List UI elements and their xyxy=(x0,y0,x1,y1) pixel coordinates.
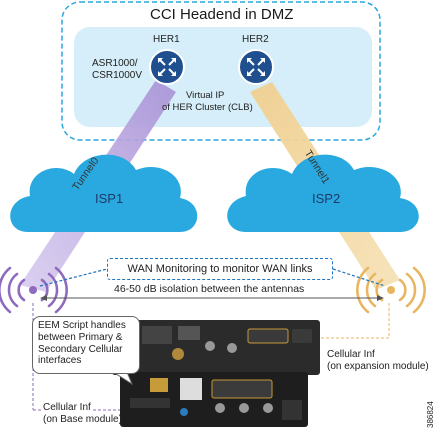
platform-label-line2: CSR1000V xyxy=(92,70,143,81)
her2-router-icon xyxy=(238,49,274,85)
virtual-ip-line1: Virtual IP xyxy=(186,90,225,101)
figure-code: 386824 xyxy=(426,401,435,428)
isolation-arrow xyxy=(40,295,384,301)
eem-line4: interfaces xyxy=(38,355,82,367)
cellular-base-line1: Cellular Inf xyxy=(43,402,91,414)
platform-label-line1: ASR1000/ xyxy=(92,58,138,69)
her1-label: HER1 xyxy=(153,34,180,45)
wan-monitoring-text: WAN Monitoring to monitor WAN links xyxy=(127,263,313,275)
her1-router-icon xyxy=(149,49,185,85)
isp1-label: ISP1 xyxy=(95,191,124,206)
eem-script-callout: EEM Script handles between Primary & Sec… xyxy=(32,316,140,374)
her2-label: HER2 xyxy=(242,34,269,45)
headend-title: CCI Headend in DMZ xyxy=(150,6,294,23)
cellular-base-line2: (on Base module) xyxy=(43,414,122,425)
isp2-label: ISP2 xyxy=(312,191,341,206)
eem-line2: between Primary & xyxy=(38,331,123,343)
virtual-ip-line2: of HER Cluster (CLB) xyxy=(162,102,253,113)
ir1800-router-device xyxy=(112,320,320,427)
cellular-expansion-line2: (on expansion module) xyxy=(327,361,429,372)
isp2-cloud xyxy=(227,154,419,232)
isolation-label: 46-50 dB isolation between the antennas xyxy=(112,283,307,296)
isp1-cloud xyxy=(10,154,198,232)
wan-monitoring-box: WAN Monitoring to monitor WAN links xyxy=(107,258,333,280)
cellular-expansion-line1: Cellular Inf xyxy=(327,349,375,360)
eem-line1: EEM Script handles xyxy=(38,320,126,331)
wan-monitor-links xyxy=(39,268,386,287)
right-antenna-icon xyxy=(356,266,426,314)
eem-line3: Secondary Cellular xyxy=(38,343,123,355)
